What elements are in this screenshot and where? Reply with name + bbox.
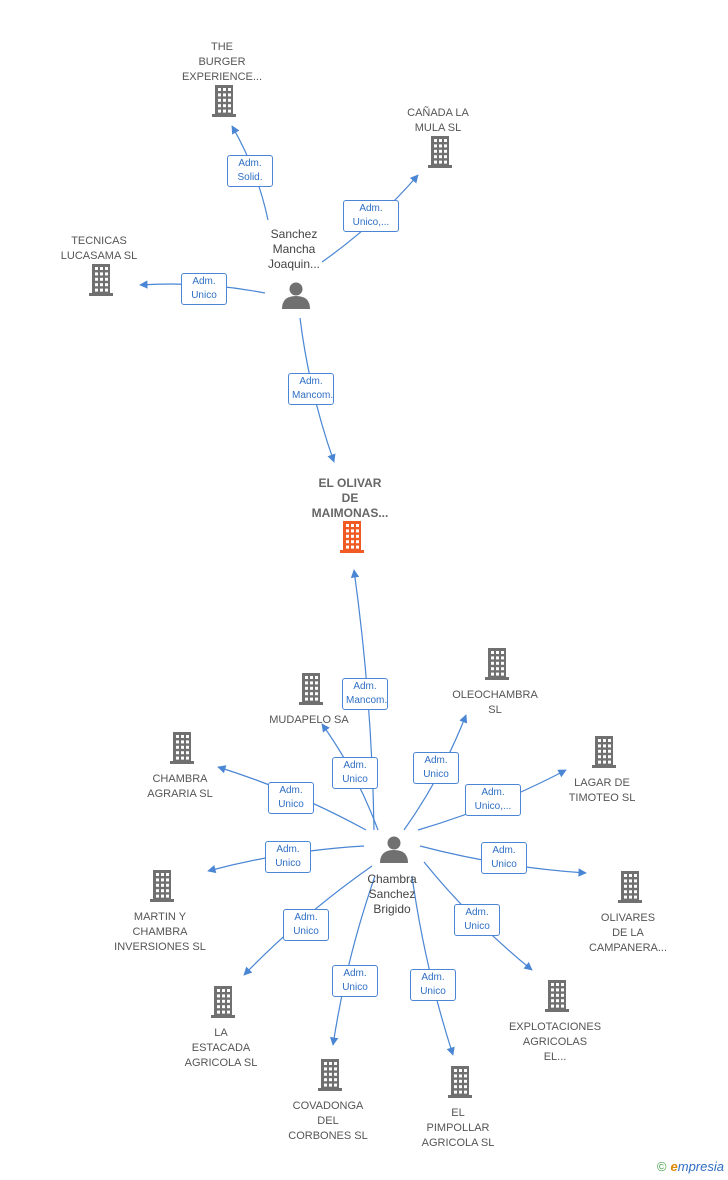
edge-chambra-covadonga <box>329 875 376 1046</box>
footer-brand[interactable]: ©empresia <box>657 1159 724 1174</box>
person-label-sanchez[interactable]: Sanchez Mancha Joaquin... <box>267 227 321 271</box>
company-label-covadonga[interactable]: COVADONGA DEL CORBONES SL <box>288 1100 368 1142</box>
role-label-chambra-estacada[interactable]: Adm. Unico <box>283 909 329 941</box>
role-label-chambra-pimpollar[interactable]: Adm. Unico <box>410 969 456 1001</box>
building-icon-estacada[interactable] <box>211 986 235 1018</box>
building-icon-lagar[interactable] <box>592 736 616 768</box>
building-icon-olivar[interactable] <box>340 521 364 553</box>
role-label-chambra-olivar[interactable]: Adm. Mancom. <box>342 678 388 710</box>
role-label-chambra-covadonga[interactable]: Adm. Unico <box>332 965 378 997</box>
company-label-olivar[interactable]: EL OLIVAR DE MAIMONAS... <box>311 476 389 520</box>
role-label-chambra-olivares[interactable]: Adm. Unico <box>481 842 527 874</box>
brand-logo-e: e <box>670 1159 678 1174</box>
company-label-tecnicas[interactable]: TECNICAS LUCASAMA SL <box>60 235 138 262</box>
building-icon-oleochambra[interactable] <box>485 648 509 680</box>
company-label-canada[interactable]: CAÑADA LA MULA SL <box>407 107 469 134</box>
company-label-burger[interactable]: THE BURGER EXPERIENCE... <box>181 41 263 83</box>
role-label-chambra-martin[interactable]: Adm. Unico <box>265 841 311 873</box>
brand-logo-text: mpresia <box>677 1159 724 1174</box>
company-label-martin[interactable]: MARTIN Y CHAMBRA INVERSIONES SL <box>114 911 206 953</box>
company-label-pimpollar[interactable]: EL PIMPOLLAR AGRICOLA SL <box>421 1107 495 1149</box>
nodes-layer <box>89 85 642 1098</box>
company-label-mudapelo[interactable]: MUDAPELO SA <box>269 714 349 726</box>
person-label-chambra[interactable]: Chambra Sanchez Brigido <box>367 872 417 916</box>
company-label-chambra_agraria[interactable]: CHAMBRA AGRARIA SL <box>147 773 213 800</box>
role-label-chambra-mudapelo[interactable]: Adm. Unico <box>332 757 378 789</box>
person-icon-chambra[interactable] <box>380 836 408 864</box>
role-label-sanchez-tecnicas[interactable]: Adm. Unico <box>181 273 227 305</box>
building-icon-covadonga[interactable] <box>318 1059 342 1091</box>
person-icon-sanchez[interactable] <box>282 282 310 310</box>
company-label-estacada[interactable]: LA ESTACADA AGRICOLA SL <box>184 1027 258 1069</box>
building-icon-mudapelo[interactable] <box>299 673 323 705</box>
edge-chambra-pimpollar <box>411 875 455 1056</box>
role-label-sanchez-burger[interactable]: Adm. Solid. <box>227 155 273 187</box>
building-icon-olivares[interactable] <box>618 871 642 903</box>
building-icon-burger[interactable] <box>212 85 236 117</box>
building-icon-martin[interactable] <box>150 870 174 902</box>
company-label-olivares[interactable]: OLIVARES DE LA CAMPANERA... <box>588 912 668 954</box>
role-label-chambra-lagar[interactable]: Adm. Unico,... <box>465 784 521 816</box>
role-label-chambra-explotaciones[interactable]: Adm. Unico <box>454 904 500 936</box>
building-icon-pimpollar[interactable] <box>448 1066 472 1098</box>
building-icon-canada[interactable] <box>428 136 452 168</box>
building-icon-chambra_agraria[interactable] <box>170 732 194 764</box>
role-label-chambra-oleochambra[interactable]: Adm. Unico <box>413 752 459 784</box>
company-label-explotaciones[interactable]: EXPLOTACIONES AGRICOLAS EL... <box>508 1021 602 1063</box>
copyright-symbol: © <box>656 1159 667 1174</box>
role-label-sanchez-canada[interactable]: Adm. Unico,... <box>343 200 399 232</box>
role-label-sanchez-olivar[interactable]: Adm. Mancom. <box>288 373 334 405</box>
company-label-oleochambra[interactable]: OLEOCHAMBRA SL <box>452 689 538 716</box>
role-label-chambra-chambra_agraria[interactable]: Adm. Unico <box>268 782 314 814</box>
building-icon-tecnicas[interactable] <box>89 264 113 296</box>
building-icon-explotaciones[interactable] <box>545 980 569 1012</box>
company-label-lagar[interactable]: LAGAR DE TIMOTEO SL <box>568 777 636 804</box>
